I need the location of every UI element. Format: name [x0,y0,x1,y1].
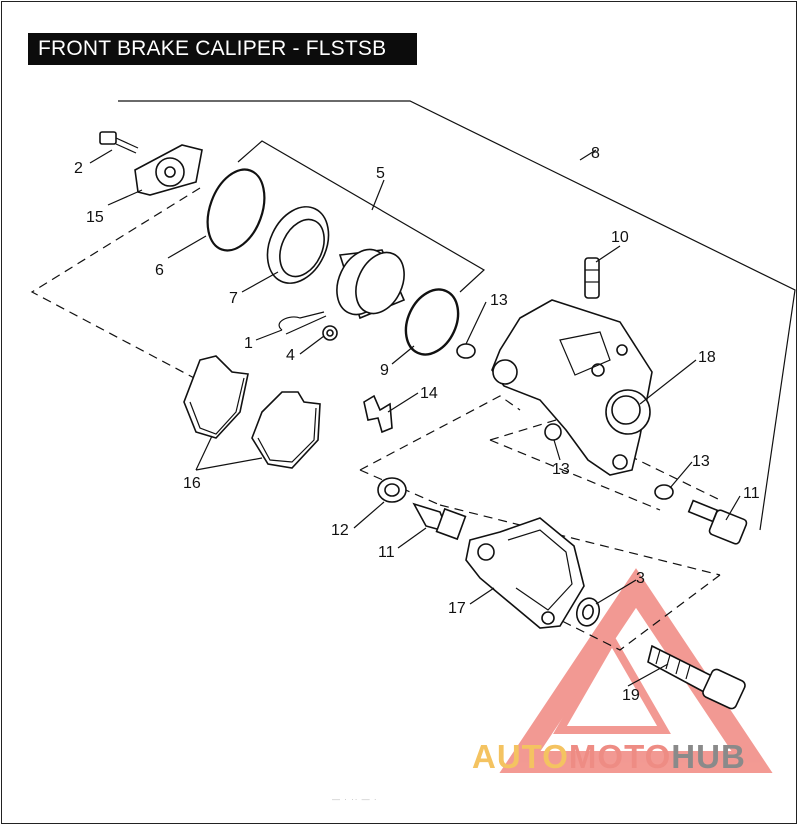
callout-7: 7 [229,290,238,307]
watermark-word-moto: MOTO [568,738,672,775]
callout-19: 19 [622,687,640,704]
callout-5: 5 [376,165,385,182]
part-4-washer [322,325,338,341]
part-11-pin-right [687,499,748,545]
callout-10: 10 [611,229,629,246]
callout-15: 15 [86,209,104,226]
leader-lines [89,149,741,687]
callout-13c: 13 [692,453,710,470]
callout-11a: 11 [378,544,395,561]
callout-labels: 2 15 6 7 5 8 10 13 1 4 9 18 14 13 13 11 … [74,145,760,704]
callout-2: 2 [74,160,83,177]
part-11-pin-left [412,502,467,541]
watermark-word-hub: HUB [671,738,746,775]
callout-16: 16 [183,475,201,492]
part-18-caliper-body [491,299,653,476]
callout-13a: 13 [490,292,508,309]
callout-8: 8 [591,145,600,162]
part-10-bleeder [584,257,600,299]
callout-6: 6 [155,262,164,279]
part-2-bolt [99,131,139,154]
dashed-guides [30,187,721,651]
part-9-o-ring [404,288,460,356]
callout-9: 9 [380,362,389,379]
callout-13b: 13 [552,461,570,478]
callout-3: 3 [636,570,645,587]
part-16-pad-a [183,355,249,439]
part-15-plate [134,144,203,196]
callout-14: 14 [420,385,438,402]
footer-reference: — · ·· — · [332,795,378,804]
part-6-retaining-ring [206,168,266,252]
page-title: FRONT BRAKE CALIPER - FLSTSB [38,37,387,60]
part-7-seal [266,206,330,284]
part-14-spring [363,394,393,434]
callout-1: 1 [244,335,253,352]
part-3-washer [575,597,601,627]
part-16-pad-b [251,391,321,469]
title-bar: FRONT BRAKE CALIPER - FLSTSB [28,33,417,65]
part-13-o-ring-c [654,484,674,500]
part-13-o-ring-a [456,343,476,359]
callout-11b: 11 [743,485,760,502]
watermark-word-auto: AUTO [472,738,569,775]
callout-4: 4 [286,347,295,364]
callout-17: 17 [448,600,466,617]
part-17-mounting-bracket [465,517,585,629]
watermark-text: AUTOMOTOHUB [472,738,746,776]
part-1-clip [278,311,327,335]
callout-18: 18 [698,349,716,366]
part-12-bushing [377,477,407,503]
part-13-o-ring-b [544,423,562,441]
part-19-bolt [647,644,746,710]
callout-12: 12 [331,522,349,539]
bracket-5 [237,140,486,293]
part-5-piston [336,248,406,320]
bracket-8 [118,100,796,531]
